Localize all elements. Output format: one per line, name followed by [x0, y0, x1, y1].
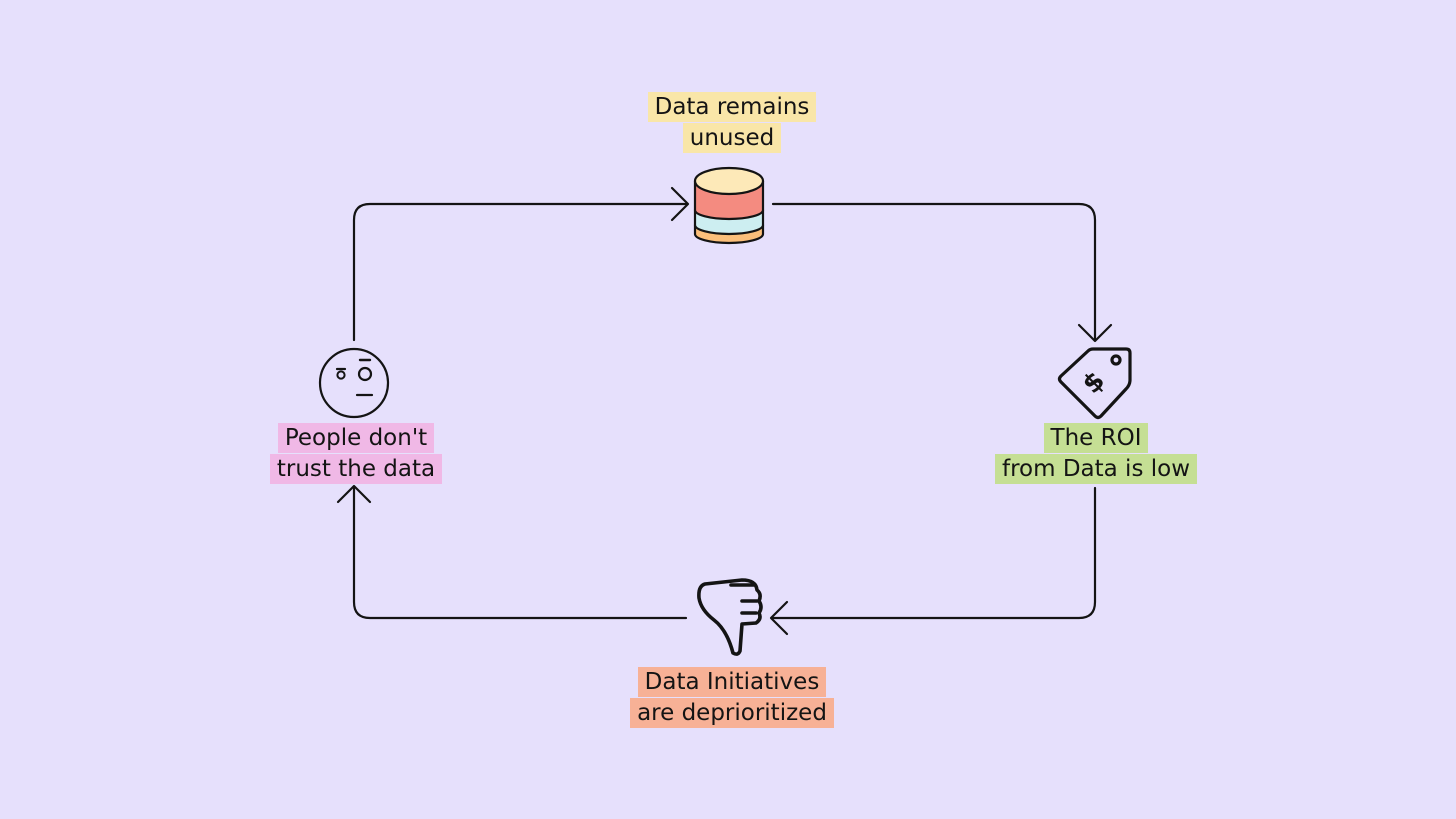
connector-right-to-bottom	[770, 486, 1097, 620]
node-label-initiatives-deprioritized: Data Initiatives are deprioritized	[582, 667, 882, 729]
skeptical-face-icon	[318, 347, 390, 419]
node-label-people-distrust: People don't trust the data	[206, 423, 506, 485]
label-line-2: trust the data	[276, 456, 436, 482]
label-line-2: are deprioritized	[637, 700, 827, 726]
arrowhead-into-price-tag	[1077, 323, 1113, 343]
label-line-2: unused	[689, 125, 775, 151]
connector-left-to-top	[352, 202, 688, 342]
svg-text:$: $	[1077, 366, 1111, 400]
label-highlight: Data Initiatives are deprioritized	[630, 667, 834, 728]
label-highlight: People don't trust the data	[269, 423, 443, 484]
label-highlight: The ROI from Data is low	[994, 423, 1198, 484]
connector-top-to-right	[771, 202, 1097, 342]
arrowhead-into-face	[336, 484, 372, 504]
node-label-data-unused: Data remains unused	[582, 92, 882, 154]
label-highlight: Data remains unused	[647, 92, 817, 153]
thumbs-down-icon	[697, 578, 763, 656]
price-tag-dollar-icon: $	[1057, 347, 1132, 420]
node-label-roi-low: The ROI from Data is low	[946, 423, 1246, 485]
label-line-1: Data remains	[654, 94, 810, 120]
label-line-1: People don't	[284, 425, 428, 451]
arrowhead-into-database	[670, 186, 690, 222]
arrowhead-into-thumbs-down	[769, 600, 789, 636]
label-line-2: from Data is low	[1001, 456, 1191, 482]
label-line-1: Data Initiatives	[644, 669, 820, 695]
database-icon	[693, 166, 765, 245]
connector-bottom-to-left	[352, 485, 688, 620]
label-line-1: The ROI	[1050, 425, 1142, 451]
